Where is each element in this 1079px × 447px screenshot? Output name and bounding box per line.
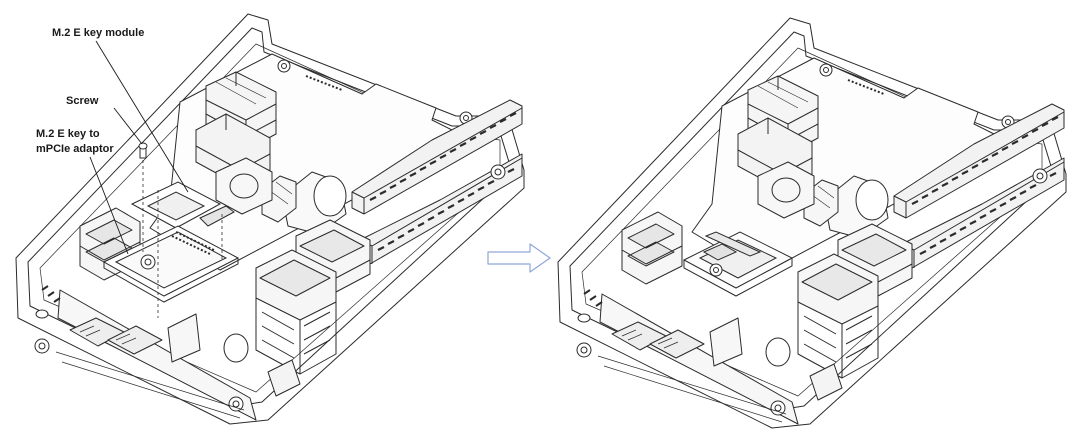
leader-module (95, 40, 189, 193)
installed-module-drawing (682, 231, 794, 297)
leader-screw (113, 107, 143, 145)
board-assembled-view (556, 16, 1068, 430)
board-exploded-view (14, 12, 526, 426)
leader-adaptor (89, 156, 129, 255)
label-adaptor-line2: mPCIe adaptor (36, 143, 114, 155)
label-adaptor: M.2 E key to mPCIe adaptor (36, 127, 114, 157)
label-m2-module: M.2 E key module (52, 27, 145, 39)
adaptor-board-drawing (102, 225, 240, 303)
label-screw: Screw (66, 95, 99, 107)
label-adaptor-line1: M.2 E key to (36, 128, 100, 140)
callout-leaders (89, 40, 189, 255)
transition-arrow (487, 243, 551, 273)
m2-module-drawing (130, 181, 235, 229)
screw-drawing (138, 142, 148, 159)
assembly-guides (142, 160, 223, 318)
